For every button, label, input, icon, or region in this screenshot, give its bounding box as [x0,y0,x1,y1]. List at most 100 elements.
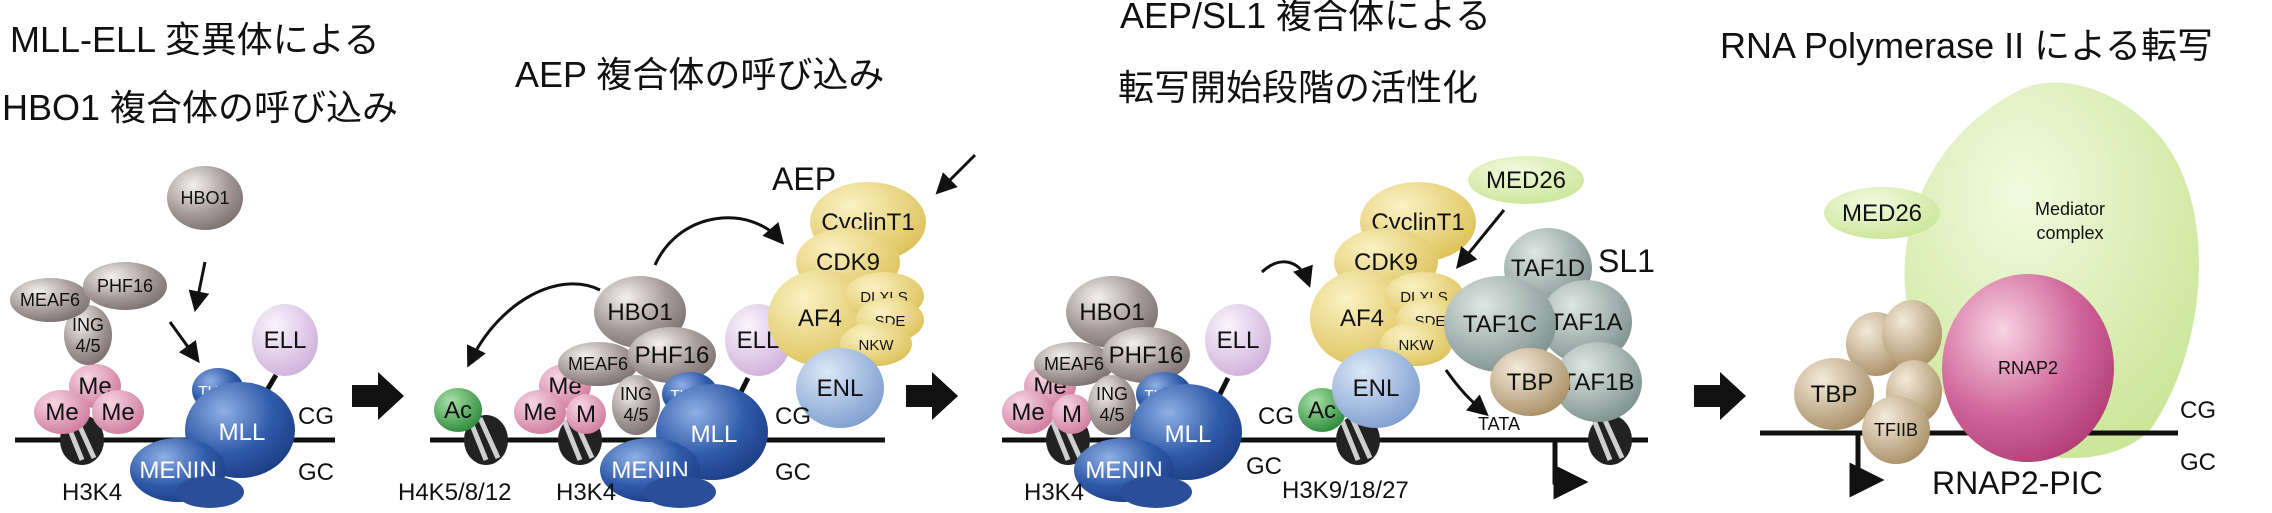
label-tata: TATA [1478,414,1520,434]
protein-taf1b: TAF1B [1554,342,1642,422]
svg-text:Me: Me [45,399,78,426]
label-h3k4: H3K4 [1024,479,1084,506]
svg-text:4/5: 4/5 [623,405,648,425]
svg-text:MLL: MLL [691,421,738,448]
svg-text:4/5: 4/5 [75,336,100,356]
label-h3k9: H3K9/18/27 [1282,477,1409,504]
svg-text:ENL: ENL [1353,375,1400,402]
svg-text:TAF1A: TAF1A [1550,309,1623,336]
svg-text:ENL: ENL [817,375,864,402]
svg-text:NKW: NKW [859,337,895,354]
label-sl1: SL1 [1598,243,1655,279]
title-stage2: AEP 複合体の呼び込み [515,54,884,95]
protein-meaf6: MEAF6 [10,278,90,322]
protein-phf16: PHF16 [83,262,167,310]
protein-hbo1: HBO1 [167,166,243,230]
arrow-recruit [1260,260,1313,288]
tss-arrow [1552,440,1589,500]
svg-text:ING: ING [620,384,652,404]
svg-text:MED26: MED26 [1842,200,1922,227]
svg-text:TAF1D: TAF1D [1511,255,1585,282]
arrow-to-tata [1444,369,1489,417]
label-cg: CG [298,403,334,430]
protein-enl: ENL [796,348,884,428]
svg-text:Me: Me [1011,399,1044,426]
svg-text:Ac: Ac [1308,397,1336,424]
title-stage1-line2: HBO1 複合体の呼び込み [2,87,398,128]
protein-me-right: Me [92,390,144,434]
mediator-label-line1: Mediator [2035,199,2105,219]
svg-text:PHF16: PHF16 [635,342,710,369]
protein-enl: ENL [1332,348,1420,428]
protein-med26: MED26 [1824,187,1940,239]
title-stage4: RNA Polymerase II による転写 [1720,25,2213,66]
protein-phf16: PHF16 [1102,327,1190,383]
svg-text:MLL: MLL [219,419,266,446]
protein-taf1c: TAF1C [1444,276,1556,372]
title-stage3-line2: 転写開始段階の活性化 [1118,67,1478,108]
svg-text:Me: Me [523,399,556,426]
svg-text:TAF1B: TAF1B [1562,369,1635,396]
mediator-label-line2: complex [2036,223,2103,243]
label-rnap2-pic: RNAP2-PIC [1932,465,2103,501]
arrow-med26 [1456,209,1506,269]
svg-text:PHF16: PHF16 [1109,342,1184,369]
label-h3k4: H3K4 [62,479,122,506]
svg-text:MEAF6: MEAF6 [568,354,628,374]
label-cg: CG [775,403,811,430]
menin-base [1120,476,1192,508]
arrow-stage2-to-3 [906,372,958,420]
svg-text:ING: ING [72,315,104,335]
svg-text:MEAF6: MEAF6 [20,290,80,310]
protein-meaf6: MEAF6 [1034,342,1114,386]
protein-med26: MED26 [1468,156,1584,204]
svg-text:TAF1C: TAF1C [1463,311,1537,338]
nucleosome [1588,415,1632,465]
arrow-stage1-to-2 [352,372,404,420]
protein-ell: ELL [1205,304,1271,376]
svg-text:MEAF6: MEAF6 [1044,354,1104,374]
svg-text:HBO1: HBO1 [607,299,672,326]
svg-text:NKW: NKW [1399,337,1435,354]
protein-me-left: Me [514,390,566,434]
label-aep: AEP [772,161,836,197]
stage4-panel: MED26 Mediator complex RNAP2 TBP TFIIB C… [1760,82,2216,501]
protein-me-mid: M [566,394,606,434]
title-stage3-line1: AEP/SL1 複合体による [1120,0,1491,36]
menin-base [644,476,716,508]
arrow-acetylation [466,282,601,368]
svg-text:Me: Me [101,399,134,426]
label-cg: CG [1258,403,1294,430]
svg-text:HBO1: HBO1 [180,188,229,208]
svg-text:TFIIB: TFIIB [1874,420,1918,440]
svg-text:TBP: TBP [1507,369,1554,396]
protein-me-left: Me [34,390,90,434]
protein-ac: Ac [434,388,482,432]
arrow-recruit-aep [653,216,785,266]
arrow-stage3-to-4 [1694,372,1746,420]
svg-text:MLL: MLL [1165,421,1212,448]
svg-text:HBO1: HBO1 [1079,299,1144,326]
svg-text:M: M [576,401,596,428]
svg-text:MED26: MED26 [1486,167,1566,194]
protein-hbo1: HBO1 [1066,276,1158,348]
label-h3k4: H3K4 [556,479,616,506]
svg-text:PHF16: PHF16 [97,276,153,296]
arrow-to-mll [168,321,200,364]
protein-rnap2: RNAP2 [1942,274,2114,462]
protein-taf1a: TAF1A [1540,280,1632,364]
arrow-hbo1-down [188,261,210,313]
protein-tbp: TBP [1794,358,1874,430]
arrow-aep-incoming [935,153,977,195]
svg-text:AF4: AF4 [798,305,842,332]
protein-me-mid: M [1052,394,1092,434]
svg-text:RNAP2: RNAP2 [1998,358,2058,378]
protein-phf16: PHF16 [628,327,716,383]
